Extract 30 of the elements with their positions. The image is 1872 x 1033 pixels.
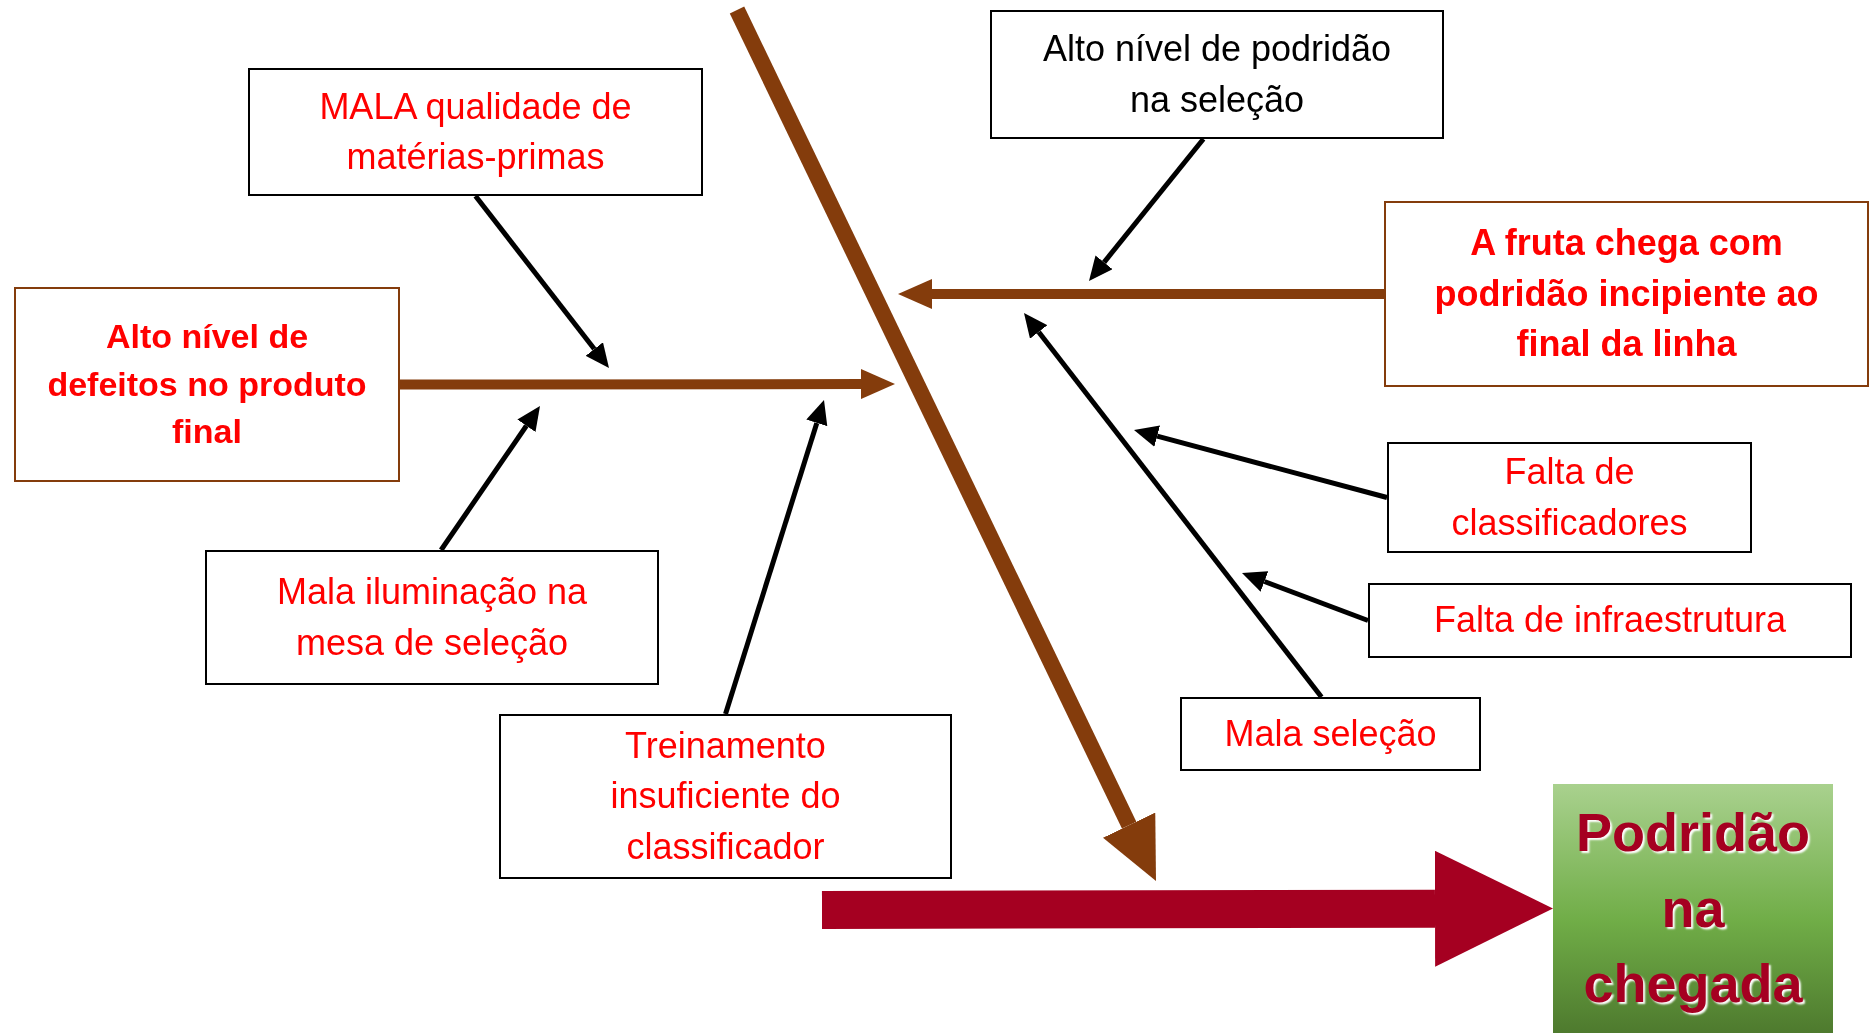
cause-box xyxy=(248,68,703,196)
cause-label: Falta de infraestrutura xyxy=(1433,598,1787,643)
cause-box xyxy=(499,714,952,879)
cause-label: Alto nível de defeitos no produto final xyxy=(46,316,368,453)
cause-label: Falta de classificadores xyxy=(1450,450,1689,545)
cause-label: A fruta chega com podridão incipiente ao final da linha xyxy=(1433,221,1820,367)
arrow xyxy=(1134,425,1388,500)
cause-label: MALA qualidade de matérias-primas xyxy=(318,84,633,179)
cause-box xyxy=(1384,201,1869,387)
arrow xyxy=(723,400,828,715)
arrow xyxy=(1242,571,1369,623)
arrow xyxy=(1024,313,1324,699)
cause-box xyxy=(1368,583,1852,658)
cause-label: Alto nível de podridão na seleção xyxy=(1041,27,1393,122)
arrow xyxy=(473,194,609,368)
arrow xyxy=(439,406,540,552)
cause-box xyxy=(1180,697,1481,771)
cause-box xyxy=(990,10,1444,139)
arrow xyxy=(400,369,895,400)
cause-label: Treinamento insuficiente do classificador xyxy=(609,723,842,869)
arrow xyxy=(821,850,1553,967)
arrow xyxy=(1089,137,1206,281)
cause-label: Mala iluminação na mesa de seleção xyxy=(275,570,589,665)
cause-box xyxy=(205,550,659,685)
cause-box xyxy=(14,287,400,482)
cause-label: Mala seleção xyxy=(1224,711,1437,756)
cause-box xyxy=(1387,442,1752,553)
effect-label: Podridão na chegada xyxy=(1575,801,1811,1016)
effect-box xyxy=(1553,784,1833,1033)
arrow xyxy=(898,279,1384,309)
